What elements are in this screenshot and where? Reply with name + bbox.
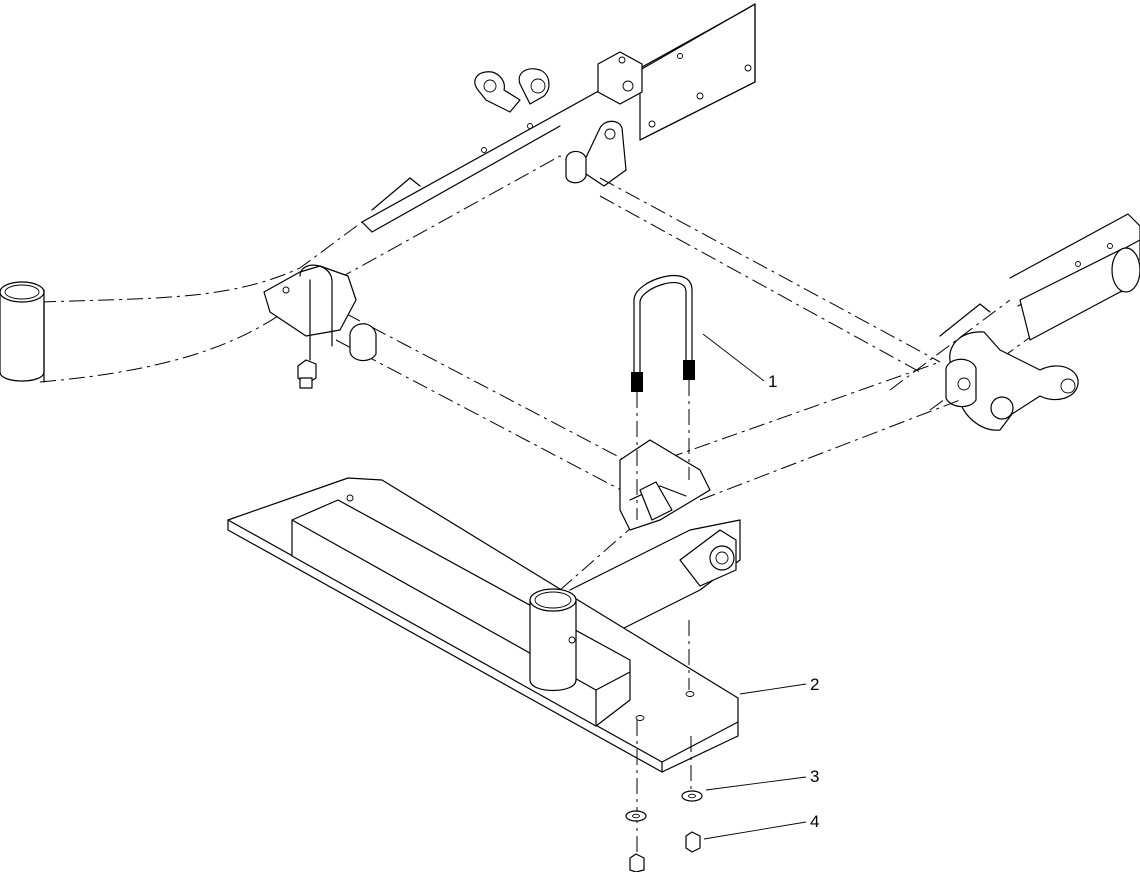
leader-lines — [702, 333, 807, 840]
callout-2: 2 — [810, 675, 819, 694]
leader-line-2 — [739, 683, 807, 695]
left-frame-rail — [263, 264, 641, 501]
left-caster-tube — [0, 281, 45, 383]
leader-line-3 — [705, 776, 807, 791]
leader-line-4 — [703, 821, 807, 840]
u-bolt — [631, 274, 695, 520]
front-frame — [559, 361, 961, 641]
front-caster-tube — [529, 588, 577, 691]
callout-labels: 1 2 3 4 — [768, 372, 819, 831]
rear-frame — [39, 3, 941, 383]
right-frame — [889, 213, 1140, 431]
washers-and-nuts — [625, 790, 703, 872]
callout-1: 1 — [768, 372, 777, 391]
leader-line-1 — [702, 333, 765, 382]
callout-3: 3 — [810, 767, 819, 786]
callout-4: 4 — [810, 812, 819, 831]
weight-plate — [227, 477, 739, 860]
